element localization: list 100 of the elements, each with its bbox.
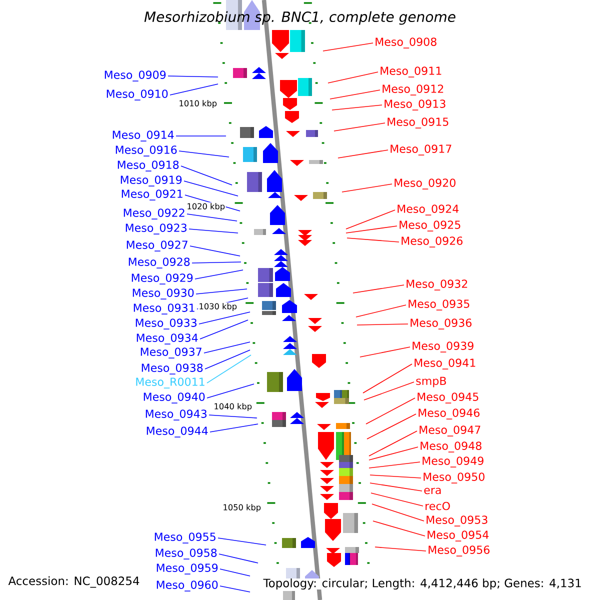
leader-line <box>186 214 238 222</box>
scale-label: 1030 kbp <box>198 302 238 312</box>
gene-label: Meso_0917 <box>390 144 452 156</box>
gene-label: Meso_0915 <box>388 118 448 128</box>
leader-line <box>198 312 250 324</box>
accession-text: Accession: NC_008254 <box>8 576 140 588</box>
gene-label: Meso_0928 <box>128 258 190 268</box>
gene-label: Meso_0913 <box>384 100 446 110</box>
leader-line <box>210 424 258 432</box>
gene-label: Meso_0923 <box>126 224 186 234</box>
scale-label: 1040 kbp <box>213 402 253 412</box>
leader-line <box>346 238 400 242</box>
gene-label: Meso_0941 <box>414 358 476 370</box>
leader-line <box>328 72 378 84</box>
leader-line <box>346 226 398 234</box>
leader-line <box>170 84 218 96</box>
leader-line <box>204 350 250 370</box>
gene-label: Meso_0950 <box>424 472 484 484</box>
gene-label: Meso_0926 <box>402 236 462 248</box>
leader-line <box>330 90 380 100</box>
gene-label: Meso_0919 <box>120 176 182 186</box>
gene-label: Meso_0956 <box>428 546 490 556</box>
scale-label: 1020 kbp <box>186 202 226 212</box>
leader-line <box>356 304 406 318</box>
gene-label: Meso_0937 <box>140 348 202 358</box>
leader-line <box>372 504 424 522</box>
leader-line <box>338 150 388 158</box>
leader-line <box>356 324 408 326</box>
gene-label: Meso_0958 <box>156 548 217 560</box>
gene-label: smpB <box>416 376 446 388</box>
leader-line <box>332 104 382 110</box>
gene-label: Meso_0953 <box>426 516 488 526</box>
map-title: Mesorhizobium sp. BNC1, complete genome <box>144 11 456 25</box>
gene-label: Meso_0914 <box>112 130 174 142</box>
gene-label: Meso_0931 <box>134 304 194 314</box>
leader-line <box>168 76 218 78</box>
leader-line <box>370 474 422 478</box>
leader-line <box>220 586 250 592</box>
leader-line <box>360 346 410 358</box>
gene-label: Meso_0912 <box>382 84 444 96</box>
scale-label: 1050 kbp <box>222 503 262 513</box>
gene-label: Meso_0943 <box>146 410 206 420</box>
leader-line <box>362 364 412 394</box>
leader-line <box>372 520 426 536</box>
leader-line <box>368 430 418 456</box>
gene-label: Meso_0921 <box>122 190 182 200</box>
leader-line <box>366 398 416 424</box>
gene-label: Meso_0918 <box>118 160 179 172</box>
leader-line <box>192 262 242 264</box>
gene-label: Meso_0945 <box>418 392 478 404</box>
gene-label: Meso_0946 <box>418 408 480 420</box>
leader-line <box>218 538 266 546</box>
leader-line <box>196 288 248 294</box>
gene-label: Meso_0935 <box>408 300 470 310</box>
gene-label: era <box>424 488 441 494</box>
leader-line <box>188 228 238 234</box>
gene-label: Meso_0944 <box>146 426 208 438</box>
leader-line <box>368 446 418 460</box>
leader-line <box>370 492 424 506</box>
gene-label: Meso_0908 <box>376 38 436 48</box>
gene-label: Meso_0925 <box>400 220 460 232</box>
gene-label: Meso_0959 <box>156 564 218 574</box>
gene-label: Meso_0938 <box>142 364 203 374</box>
gene-label: Meso_0954 <box>428 530 489 542</box>
leader-line <box>208 414 258 418</box>
scale-label: 1010 kbp <box>178 99 218 109</box>
gene-label: Meso_0929 <box>132 274 193 284</box>
gene-label: Meso_0922 <box>124 208 184 220</box>
leader-line <box>364 382 414 400</box>
leader-line <box>218 554 258 564</box>
gene-label: Meso_0916 <box>116 146 177 156</box>
leader-line <box>368 462 420 468</box>
leader-line <box>184 180 238 196</box>
gene-label: recO <box>426 502 450 510</box>
leader-line <box>200 320 248 340</box>
leader-line <box>334 122 386 132</box>
genome-info-text: Topology: circular; Length: 4,412,446 bp; Genes: 4,131 <box>263 578 582 590</box>
gene-label: Meso_0924 <box>398 204 459 216</box>
gene-label: Meso_0949 <box>422 456 484 468</box>
gene-label: Meso_0932 <box>406 280 468 290</box>
leader-line <box>370 482 422 492</box>
gene-label: Meso_0948 <box>420 442 482 452</box>
leader-line <box>366 414 416 440</box>
leader-line <box>180 166 232 186</box>
leader-line <box>206 354 252 384</box>
gene-label: Meso_0927 <box>126 240 188 252</box>
gene-label: Meso_0910 <box>106 90 168 100</box>
leader-line <box>346 210 396 230</box>
gene-label: Meso_0936 <box>410 318 472 330</box>
gene-label: Meso_0947 <box>420 426 480 436</box>
leader-line <box>220 568 250 576</box>
gene-label: Meso_0939 <box>412 342 474 352</box>
leader-line <box>374 546 426 552</box>
gene-label: Meso_0960 <box>156 580 218 592</box>
leader-line <box>178 150 230 158</box>
leader-line <box>206 384 254 398</box>
gene-label: Meso_R0011 <box>136 378 204 388</box>
gene-label: Meso_0909 <box>104 70 166 82</box>
gene-label: Meso_0930 <box>132 288 194 300</box>
leader-line <box>204 342 250 354</box>
